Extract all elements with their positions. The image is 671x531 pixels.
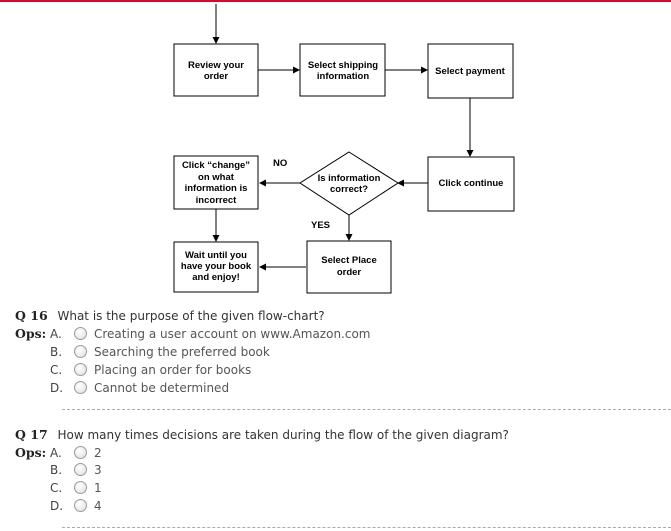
flow-text-review-1: Review your [188, 60, 244, 71]
option-text: Searching the preferred book [94, 345, 270, 359]
question-17: Q 17 How many times decisions are taken … [15, 427, 509, 442]
question-divider [62, 409, 671, 410]
option-text: 3 [94, 463, 102, 477]
flow-label-yes: YES [311, 220, 330, 231]
flow-text-wait-1: Wait until you [185, 250, 247, 261]
flow-box-shipping: Select shipping information [299, 43, 386, 97]
flow-text-change-4: incorrect [196, 195, 237, 206]
radio-button[interactable] [74, 381, 87, 394]
flow-text-change-3: information is [185, 183, 248, 194]
option-letter: A. [50, 327, 62, 341]
option-text: Cannot be determined [94, 381, 230, 395]
radio-button[interactable] [74, 481, 87, 494]
ops-label: Ops: [15, 326, 47, 341]
flow-text-change-1: Click “change” [182, 160, 250, 171]
radio-button[interactable] [74, 446, 87, 459]
option-letter: B. [50, 345, 63, 359]
option-letter: C. [50, 481, 63, 495]
option-c[interactable]: C. Placing an order for books [50, 362, 251, 378]
flow-box-place: Select Place order [306, 240, 392, 294]
option-b[interactable]: B. Searching the preferred book [50, 344, 270, 360]
option-text: 4 [94, 499, 102, 513]
radio-button[interactable] [74, 499, 87, 512]
option-letter: A. [50, 446, 62, 460]
flow-text-shipping-1: Select shipping [308, 60, 378, 71]
top-accent-bar [0, 0, 671, 2]
option-text: 1 [94, 481, 102, 495]
question-16: Q 16 What is the purpose of the given fl… [15, 308, 325, 323]
option-text: 2 [94, 446, 102, 460]
flow-text-review-2: order [204, 71, 229, 82]
flow-box-wait: Wait until you have your book and enjoy! [173, 241, 259, 293]
flow-text-decision-2: correct? [330, 184, 368, 195]
radio-button[interactable] [74, 327, 87, 340]
question-text: How many times decisions are taken durin… [57, 428, 509, 442]
flow-text-place-1: Select Place [321, 255, 376, 266]
flow-text-decision-1: Is information [318, 173, 381, 184]
flow-box-continue: Click continue [427, 156, 515, 212]
flow-text-wait-3: and enjoy! [192, 272, 240, 283]
flow-label-no: NO [273, 158, 287, 169]
option-a[interactable]: A. 2 [50, 445, 102, 461]
option-d[interactable]: D. 4 [50, 498, 102, 514]
question-number: Q 17 [15, 427, 48, 442]
flow-box-payment: Select payment [427, 43, 514, 99]
option-letter: C. [50, 363, 63, 377]
option-letter: B. [50, 463, 63, 477]
option-d[interactable]: D. Cannot be determined [50, 380, 229, 396]
flow-text-continue: Click continue [439, 178, 504, 189]
option-a[interactable]: A. Creating a user account on www.Amazon.… [50, 326, 371, 342]
flowchart: Review your order Select shipping inform… [173, 4, 515, 294]
flow-text-shipping-2: information [317, 71, 369, 82]
option-letter: D. [50, 499, 64, 513]
radio-button[interactable] [74, 363, 87, 376]
flow-box-review: Review your order [173, 43, 259, 97]
option-c[interactable]: C. 1 [50, 480, 102, 496]
option-letter: D. [50, 381, 64, 395]
option-b[interactable]: B. 3 [50, 462, 102, 478]
flow-box-change: Click “change” on what information is in… [173, 155, 259, 210]
option-text: Creating a user account on www.Amazon.co… [94, 327, 371, 341]
flow-text-wait-2: have your book [181, 261, 252, 272]
question-divider [62, 527, 671, 528]
radio-button[interactable] [74, 345, 87, 358]
question-text: What is the purpose of the given flow-ch… [57, 309, 325, 323]
flow-decision: Is information correct? [299, 151, 399, 216]
flow-text-change-2: on what [198, 172, 235, 183]
question-number: Q 16 [15, 308, 48, 323]
option-text: Placing an order for books [94, 363, 252, 377]
radio-button[interactable] [74, 463, 87, 476]
flow-text-payment: Select payment [435, 66, 506, 77]
ops-label: Ops: [15, 445, 47, 460]
flow-text-place-2: order [337, 267, 362, 278]
